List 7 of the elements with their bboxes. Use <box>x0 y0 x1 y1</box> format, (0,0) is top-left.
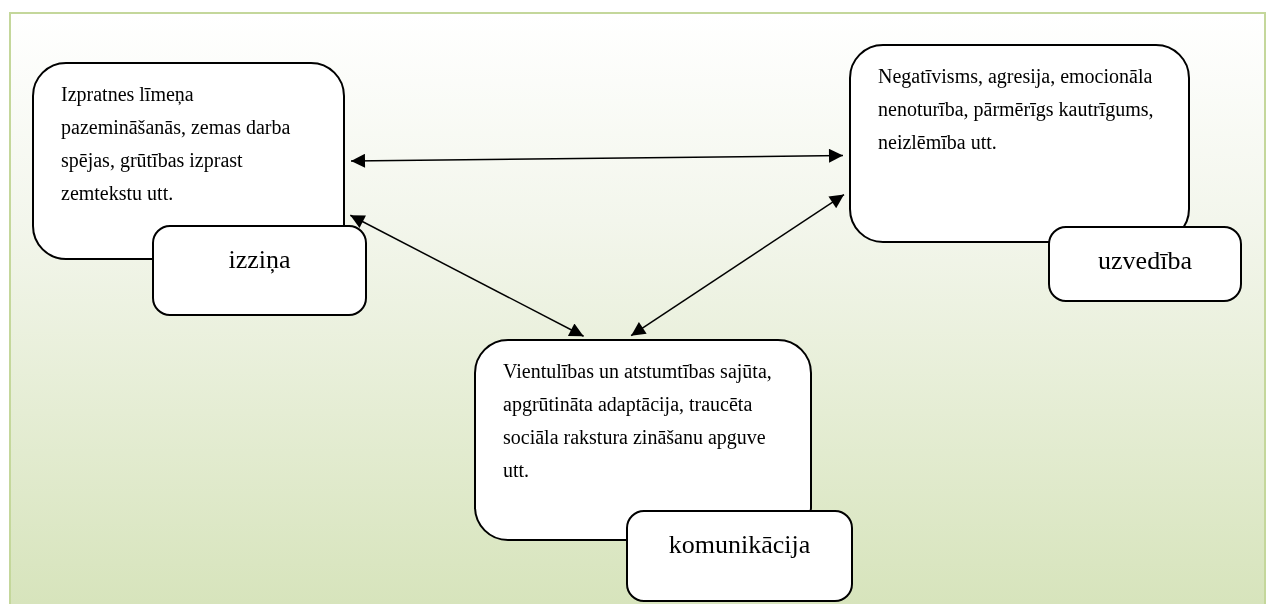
double-arrow <box>350 148 844 168</box>
rounded-label-box: uzvedība <box>1048 226 1242 302</box>
rounded-text-box: Negatīvisms, agresija, emocionāla nenoturība, pārmērīgs kautrīgums, neizlēmība utt. <box>849 44 1190 243</box>
rounded-label-box: izziņa <box>152 225 367 316</box>
double-arrow <box>630 193 845 337</box>
double-arrow <box>349 214 585 337</box>
rounded-label-box: komunikācija <box>626 510 853 602</box>
